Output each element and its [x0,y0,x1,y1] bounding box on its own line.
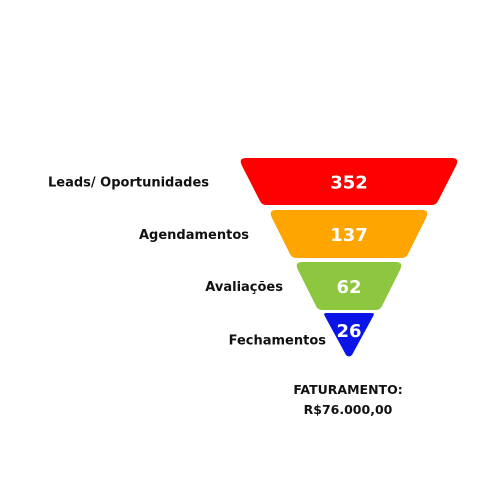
funnel-stage-label-2: Agendamentos [139,228,249,243]
funnel-stages: 352 Leads/ Oportunidades 137 Agendamentos 62… [48,158,458,357]
funnel-stage-value-1: 352 [330,173,368,194]
funnel-stage-2 [270,210,428,258]
revenue-label: FATURAMENTO: [293,382,403,397]
funnel-stage-4 [324,313,374,357]
funnel-stage-value-3: 62 [336,277,361,298]
revenue-value: R$76.000,00 [303,402,393,417]
funnel-stage-value-2: 137 [330,225,368,246]
funnel-stage-3 [296,262,402,310]
funnel-stage-1 [240,158,458,205]
funnel-stage-label-3: Avaliações [205,280,283,295]
funnel-stage-value-4: 26 [336,321,361,342]
revenue-summary: FATURAMENTO: R$76.000,00 [268,380,428,420]
funnel-stage-label-1: Leads/ Oportunidades [48,176,209,191]
funnel-stage-label-4: Fechamentos [229,334,327,349]
